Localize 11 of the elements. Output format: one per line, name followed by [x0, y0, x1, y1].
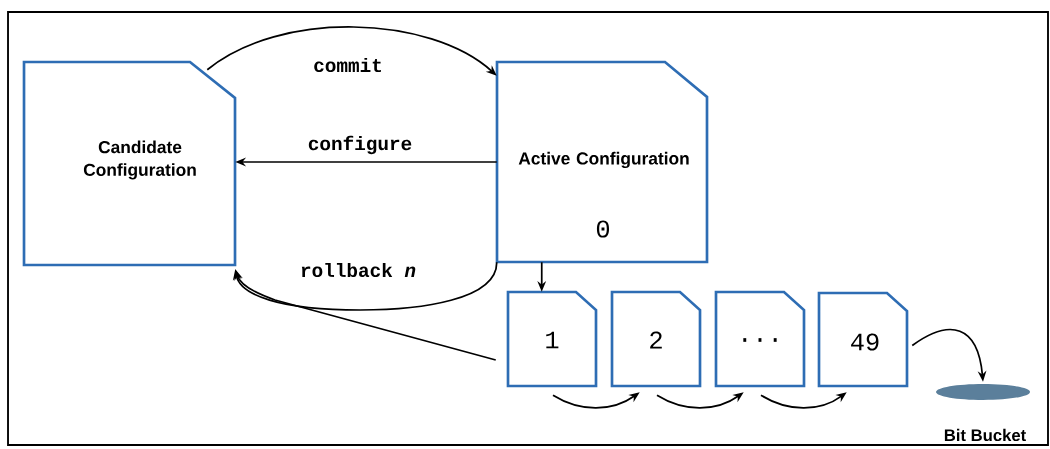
document-box: Candidate Configuration — [22, 60, 237, 267]
document-box: 1 — [506, 290, 598, 388]
edge-label: configure — [306, 134, 414, 156]
arrow — [232, 261, 498, 311]
edge-label: commit — [311, 56, 385, 74]
node-caption: Bit Bucket — [944, 428, 1026, 442]
document-box: 2 — [610, 290, 702, 388]
document-box: ... — [714, 290, 806, 388]
document-box: Active Configuration 0 — [495, 60, 709, 264]
document-box: 49 — [817, 291, 909, 388]
edge-label: rollback n — [298, 261, 418, 279]
